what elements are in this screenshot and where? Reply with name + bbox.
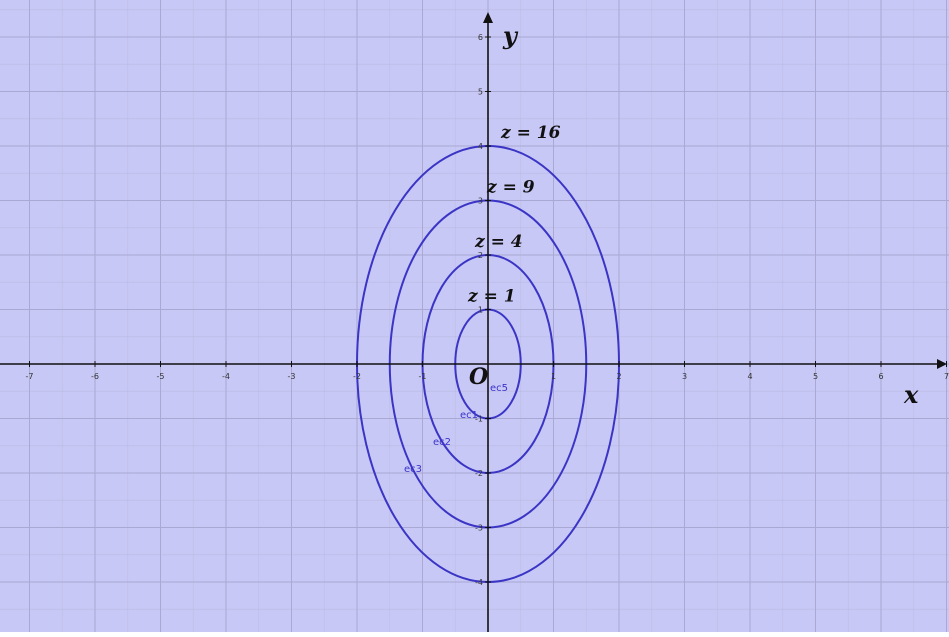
x-tick-label: -6: [91, 372, 99, 381]
x-tick-label: 5: [813, 372, 818, 381]
y-tick-label: 6: [478, 33, 483, 42]
level-label: z = 4: [474, 232, 523, 252]
y-axis-label: y: [502, 21, 519, 50]
level-label: z = 1: [467, 287, 516, 307]
x-tick-label: 7: [944, 372, 949, 381]
x-tick-label: 4: [747, 372, 752, 381]
y-tick-label: 4: [478, 142, 483, 151]
annotations: x y O z = 1 ec5 z = 4 ec1 z = 9 ec2 z = 16 ec3: [404, 21, 919, 475]
curve-name-label: ec3: [404, 464, 422, 475]
y-axis-arrow: [483, 12, 493, 23]
x-tick-label: 1: [551, 372, 556, 381]
level-label: z = 16: [500, 123, 561, 143]
y-tick-label: 5: [478, 88, 483, 97]
y-tick-label: -4: [475, 578, 483, 587]
curve-name-label: ec5: [490, 383, 508, 394]
curve-name-label: ec1: [460, 410, 478, 421]
y-tick-label: 1: [478, 306, 483, 315]
curve-name-label: ec2: [433, 437, 451, 448]
y-tick-label: 3: [478, 197, 483, 206]
x-tick-label: -1: [419, 372, 427, 381]
origin-label: O: [469, 364, 488, 390]
x-tick-label: 2: [616, 372, 621, 381]
x-tick-label: 6: [878, 372, 883, 381]
x-axis-label: x: [903, 380, 919, 409]
tick-labels: -7 -6 -5 -4 -3 -2 -1 1 2 3 4 5 6 7 -4 -3 -2 -1 1 2 3 4 5 6: [26, 33, 949, 587]
x-tick-label: -7: [26, 372, 34, 381]
y-tick-label: -3: [475, 524, 483, 533]
x-tick-label: 3: [682, 372, 687, 381]
x-tick-label: -2: [353, 372, 361, 381]
x-tick-label: -5: [157, 372, 165, 381]
level-label: z = 9: [486, 178, 535, 198]
x-axis-arrow: [937, 359, 947, 369]
y-tick-label: -2: [475, 469, 483, 478]
axes: [0, 12, 947, 632]
x-tick-label: -3: [288, 372, 296, 381]
y-tick-label: -1: [475, 415, 483, 424]
y-tick-label: 2: [478, 251, 483, 260]
x-tick-label: -4: [222, 372, 230, 381]
